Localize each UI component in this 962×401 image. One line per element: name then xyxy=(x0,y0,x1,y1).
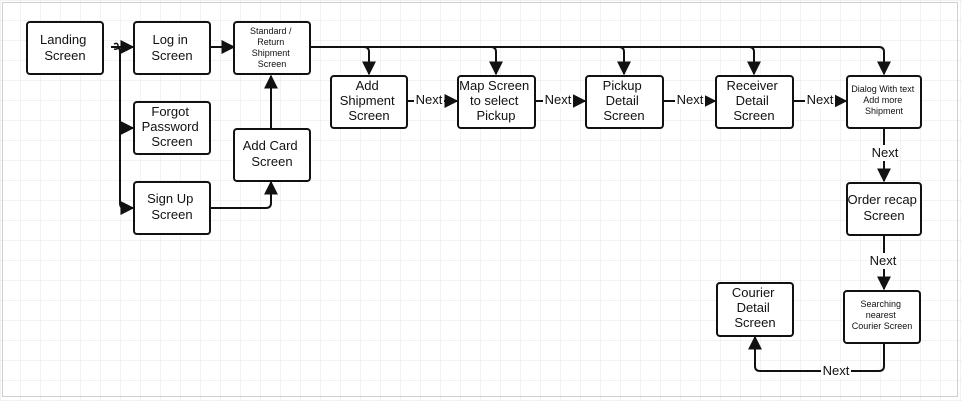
label-receiver: Receiver Detail Screen xyxy=(727,78,782,123)
label-landing: Landing Screen xyxy=(40,32,90,63)
edge-labels: Next Next Next Next Next Next Next xyxy=(414,92,899,379)
label-map: Map Screen to select Pickup xyxy=(459,78,533,123)
edge-label-next-3: Next xyxy=(677,92,704,107)
edge-label-next-6: Next xyxy=(870,253,897,268)
edge-label-bg-5 xyxy=(869,145,899,161)
branch-curl xyxy=(113,42,119,50)
edge-label-next-7: Next xyxy=(823,363,850,378)
edge-searching-courier xyxy=(748,335,885,372)
edge-signup-addcard xyxy=(211,180,278,209)
label-forgot: Forgot Password Screen xyxy=(142,104,203,149)
label-login: Log in Screen xyxy=(151,32,192,63)
label-dialog: Dialog With text Add more Shipment xyxy=(851,84,917,116)
edge-label-next-5: Next xyxy=(872,145,899,160)
label-addshipment: Add Shipment Screen xyxy=(340,78,399,123)
node-signup[interactable] xyxy=(133,181,211,235)
node-forgot[interactable] xyxy=(133,101,211,155)
edge-label-next-4: Next xyxy=(807,92,834,107)
edge-bus-map xyxy=(489,46,503,76)
label-courier: Courier Detail Screen xyxy=(732,285,778,330)
label-addcard: Add Card Screen xyxy=(243,138,302,169)
nodes xyxy=(26,21,922,344)
edge-label-bg-2 xyxy=(543,92,573,108)
node-searching[interactable] xyxy=(843,290,921,344)
node-pickup[interactable] xyxy=(585,75,664,129)
label-recap: Order recap Screen xyxy=(848,192,921,223)
label-searching: Searching nearest Courier Screen xyxy=(852,299,913,331)
node-map[interactable] xyxy=(457,75,536,129)
label-pickup: Pickup Detail Screen xyxy=(603,78,646,123)
edge-bus-pickup xyxy=(617,46,631,76)
edge-label-bg-7 xyxy=(821,363,851,379)
node-recap[interactable] xyxy=(846,182,922,236)
node-dialog[interactable] xyxy=(846,75,922,129)
edge-bus-addshipment xyxy=(362,46,376,76)
label-standard: Standard / Return Shipment Screen xyxy=(250,26,294,69)
edge-label-bg-1 xyxy=(414,92,444,108)
edge-label-next-1: Next xyxy=(416,92,443,107)
edge-branch-signup xyxy=(119,124,135,215)
edge-label-next-2: Next xyxy=(545,92,572,107)
edge-bus-receiver xyxy=(747,46,761,76)
node-receiver[interactable] xyxy=(715,75,794,129)
label-signup: Sign Up Screen xyxy=(147,191,197,222)
node-labels: Landing Screen Log in Screen Forgot Pass… xyxy=(40,26,921,331)
edge-standard-bus xyxy=(310,46,891,76)
edge-label-bg-4 xyxy=(805,92,835,108)
node-addcard[interactable] xyxy=(233,128,311,182)
node-login[interactable] xyxy=(133,21,211,75)
node-landing[interactable] xyxy=(26,21,104,75)
node-courier[interactable] xyxy=(716,282,794,337)
node-addshipment[interactable] xyxy=(330,75,408,129)
node-standard[interactable] xyxy=(233,21,311,75)
edge-label-bg-6 xyxy=(868,253,898,269)
edge-label-bg-3 xyxy=(675,92,705,108)
